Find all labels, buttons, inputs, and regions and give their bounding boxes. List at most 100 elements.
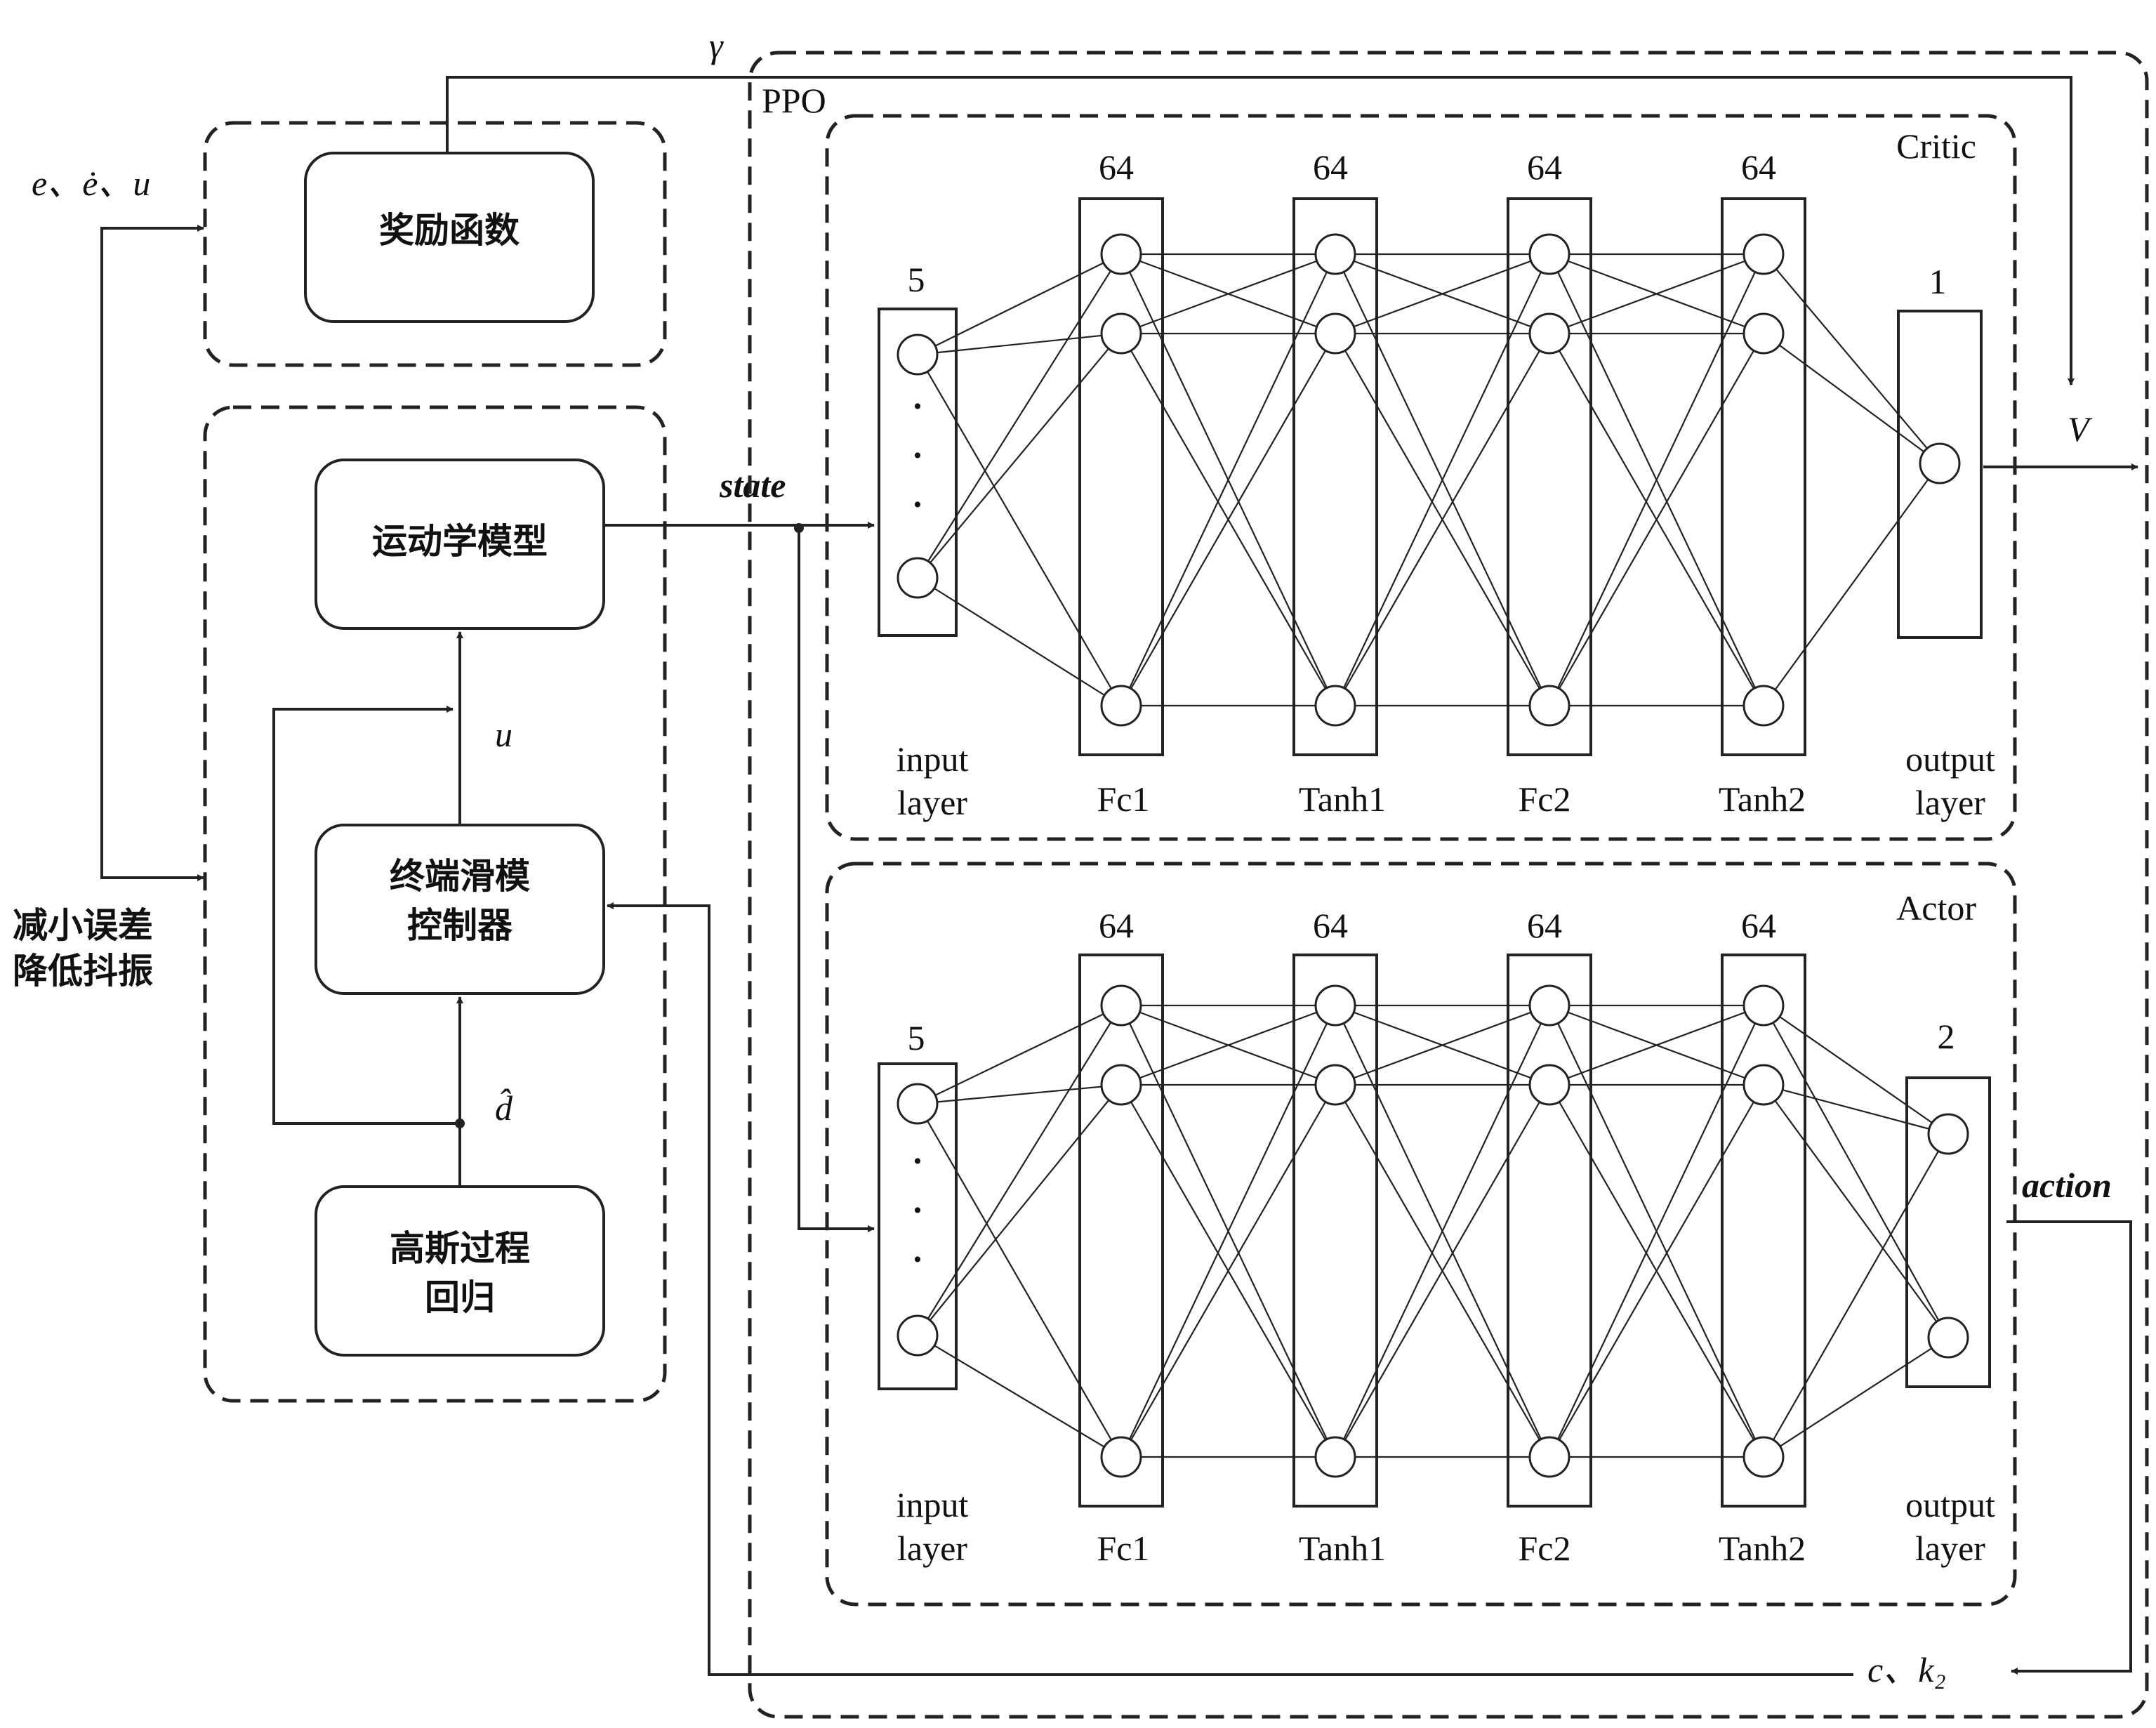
- actor-group: [825, 862, 2017, 1607]
- critic-neuron-fc1: [1100, 312, 1142, 355]
- actor-connection: [917, 1084, 1122, 1336]
- actor-name-tanh2: Tanh2: [1719, 1529, 1806, 1568]
- critic-connection: [1549, 253, 1764, 706]
- critic-neuron-tanh1: [1314, 233, 1356, 275]
- critic-neuron-fc2: [1528, 685, 1570, 727]
- critic-network: Critic ··· V: [825, 114, 2138, 841]
- critic-layer-output-column: [1897, 310, 1983, 639]
- actor-ellipsis-dot: ·: [912, 1141, 924, 1180]
- actor-name-output-2: layer: [1915, 1529, 1985, 1568]
- actor-size-output: 2: [1938, 1017, 1955, 1056]
- critic-connection: [917, 332, 1122, 356]
- critic-name-fc1: Fc1: [1097, 779, 1150, 819]
- actor-neuron-fc1: [1100, 1436, 1142, 1478]
- critic-name-input-1: input: [897, 739, 969, 779]
- actor-size-input: 5: [908, 1018, 925, 1057]
- dhat-feedforward-line: [272, 706, 460, 1125]
- actor-connection: [1335, 1005, 1550, 1458]
- actor-name-fc1: Fc1: [1097, 1529, 1150, 1568]
- critic-connection: [1763, 463, 1940, 706]
- actor-name-fc2: Fc2: [1519, 1529, 1571, 1568]
- critic-neuron-tanh2: [1742, 312, 1785, 355]
- critic-connection: [1335, 333, 1550, 706]
- reward-box-label: 奖励函数: [379, 210, 520, 251]
- actor-connection: [1763, 1005, 1949, 1338]
- actor-connection: [917, 1103, 1122, 1458]
- critic-layer-fc2-column: [1507, 197, 1592, 756]
- critic-name-tanh2: Tanh2: [1719, 779, 1806, 819]
- actor-layer-fc2-column: [1507, 954, 1592, 1508]
- critic-connections: [917, 253, 1940, 707]
- critic-connection: [1120, 253, 1336, 706]
- side-label-1: 减小误差: [13, 905, 153, 946]
- critic-neuron-output: [1919, 442, 1961, 484]
- reward-box: [304, 152, 595, 323]
- critic-layer-fc1-column: [1078, 197, 1164, 756]
- critic-neurons: ···: [897, 233, 1961, 727]
- actor-network: Actor ··· action: [825, 862, 2112, 1607]
- actor-neuron-fc2: [1528, 1064, 1570, 1106]
- actor-neuron-output: [1927, 1113, 1969, 1155]
- ppo-title: PPO: [762, 81, 826, 120]
- critic-connection: [1120, 253, 1336, 335]
- actor-name-tanh1: Tanh1: [1299, 1529, 1386, 1568]
- actor-neuron-tanh2: [1742, 1436, 1785, 1478]
- critic-neuron-tanh2: [1742, 685, 1785, 727]
- actor-connection: [1120, 1005, 1336, 1458]
- actor-connection: [917, 1005, 1122, 1336]
- e-inputs-label: e、ė、u: [32, 164, 150, 203]
- actor-neuron-fc2: [1528, 1436, 1570, 1478]
- actor-layer-output-column: [1905, 1076, 1991, 1388]
- actor-neuron-tanh2: [1742, 1064, 1785, 1106]
- actor-neuron-input: [897, 1314, 939, 1357]
- actor-size-fc1: 64: [1099, 906, 1134, 945]
- ck2-feedback-line: [2006, 1220, 2132, 1675]
- critic-size-fc2: 64: [1527, 147, 1562, 187]
- critic-neuron-fc1: [1100, 233, 1142, 275]
- actor-title: Actor: [1896, 888, 1976, 928]
- actor-ellipsis-dot: ·: [912, 1239, 924, 1279]
- actor-layer-input-column: [878, 1062, 958, 1390]
- side-feedback-arrow-bottom: [100, 492, 204, 881]
- critic-name-tanh1: Tanh1: [1299, 779, 1386, 819]
- critic-name-output-1: output: [1905, 739, 1995, 779]
- actor-neuron-tanh1: [1314, 1064, 1356, 1106]
- kinematics-box: [315, 459, 605, 630]
- actor-size-tanh2: 64: [1741, 906, 1776, 945]
- critic-connection: [1549, 333, 1764, 706]
- actor-connection: [1549, 1005, 1764, 1458]
- controller-group: [203, 405, 667, 1403]
- actor-layer-fc1-column: [1078, 954, 1164, 1508]
- actor-name-input-2: layer: [897, 1529, 967, 1568]
- critic-size-tanh2: 64: [1741, 147, 1776, 187]
- gpr-box-label-2: 回归: [425, 1277, 495, 1318]
- critic-layer-input-column: [878, 308, 958, 637]
- actor-connection: [1763, 1337, 1949, 1458]
- gamma-label: γ: [709, 26, 724, 65]
- gamma-line: [446, 76, 2075, 385]
- state-label: state: [719, 466, 786, 505]
- dhat-junction: [455, 1119, 465, 1128]
- gpr-box: [315, 1185, 605, 1357]
- critic-neuron-fc2: [1528, 233, 1570, 275]
- actor-neuron-output: [1927, 1317, 1969, 1359]
- state-arrow-actor: [798, 525, 875, 1232]
- critic-connection: [1549, 253, 1764, 335]
- actor-size-tanh1: 64: [1313, 906, 1348, 945]
- actor-neuron-tanh2: [1742, 984, 1785, 1027]
- actor-neuron-tanh1: [1314, 1436, 1356, 1478]
- actor-connection: [1335, 1084, 1550, 1458]
- dhat-label: d̂: [495, 1088, 513, 1128]
- critic-connection: [917, 333, 1122, 579]
- critic-neuron-fc2: [1528, 312, 1570, 355]
- actor-neuron-fc2: [1528, 984, 1570, 1027]
- critic-neuron-fc1: [1100, 685, 1142, 727]
- actor-neurons: ···: [897, 984, 1969, 1478]
- critic-neuron-tanh2: [1742, 233, 1785, 275]
- side-feedback-arrow-top: [100, 225, 204, 492]
- critic-connection: [917, 577, 1122, 706]
- critic-neuron-tanh1: [1314, 312, 1356, 355]
- actor-neuron-input: [897, 1083, 939, 1125]
- critic-size-input: 5: [908, 260, 925, 299]
